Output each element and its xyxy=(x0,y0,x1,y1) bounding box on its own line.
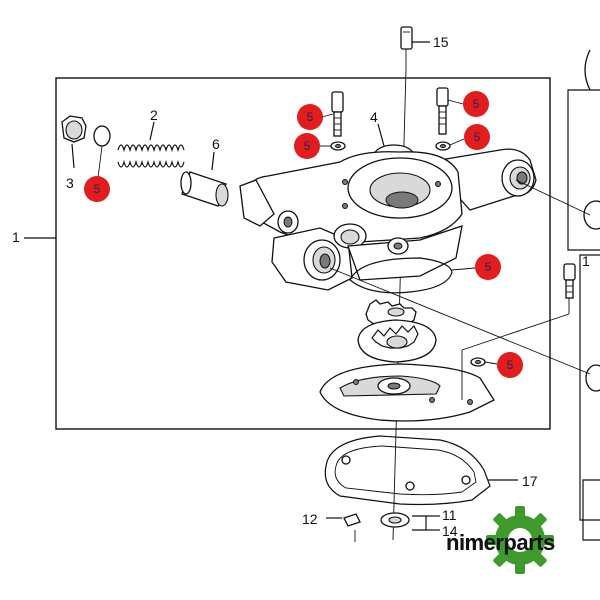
svg-text:5: 5 xyxy=(304,139,311,153)
badge-o-ring: 5 xyxy=(451,254,501,280)
washer-plug xyxy=(93,125,111,147)
svg-text:5: 5 xyxy=(507,358,514,372)
callout-1-group: 1 xyxy=(12,229,56,245)
spring-2: 2 xyxy=(117,107,185,168)
callout-3: 3 xyxy=(66,175,74,191)
badge-bolt-right-washer: 5 xyxy=(449,124,490,150)
bolt-small-right xyxy=(461,263,576,400)
bolt-right xyxy=(435,87,451,151)
callout-6: 6 xyxy=(212,136,220,152)
brand-watermark: nimerparts nimerparts xyxy=(446,506,555,574)
svg-text:5: 5 xyxy=(94,182,101,196)
callout-17: 17 xyxy=(522,473,538,489)
badge-bolt-right-upper: 5 xyxy=(447,91,489,117)
piston-6: 6 xyxy=(180,136,229,207)
callout-4: 4 xyxy=(370,109,378,125)
bolt-left xyxy=(330,91,346,151)
callout-right-1: 1 xyxy=(582,253,590,269)
svg-text:5: 5 xyxy=(307,110,314,124)
base-plate xyxy=(319,363,495,422)
callout-14: 14 xyxy=(442,523,458,539)
badge-bolt-left-upper: 5 xyxy=(297,104,334,130)
o-ring xyxy=(349,257,453,294)
callout-2: 2 xyxy=(150,107,158,123)
badge-small-washer: 5 xyxy=(484,352,523,378)
callout-12: 12 xyxy=(302,511,318,527)
pump-housing xyxy=(239,148,537,291)
gear-set xyxy=(357,299,437,363)
badges: 5 5 5 5 5 5 5 xyxy=(84,91,523,378)
svg-text:nimerparts: nimerparts xyxy=(446,530,555,555)
badge-bolt-left-washer: 5 xyxy=(294,133,331,159)
adjacent-frames xyxy=(567,49,600,541)
washer-11: 11 14 xyxy=(380,507,458,539)
callout-1: 1 xyxy=(12,229,20,245)
bolt-15: 15 xyxy=(400,26,449,70)
callout-15: 15 xyxy=(433,34,449,50)
gear-icon xyxy=(486,506,554,574)
svg-text:5: 5 xyxy=(473,97,480,111)
svg-text:5: 5 xyxy=(485,260,492,274)
callout-11: 11 xyxy=(442,507,457,523)
svg-text:5: 5 xyxy=(474,130,481,144)
pin-12: 12 xyxy=(302,511,361,542)
assembly-frame xyxy=(55,77,551,430)
gasket-17: 17 xyxy=(324,435,538,506)
badge-plug-washer: 5 xyxy=(84,176,110,202)
plug-3: 3 xyxy=(61,115,87,191)
